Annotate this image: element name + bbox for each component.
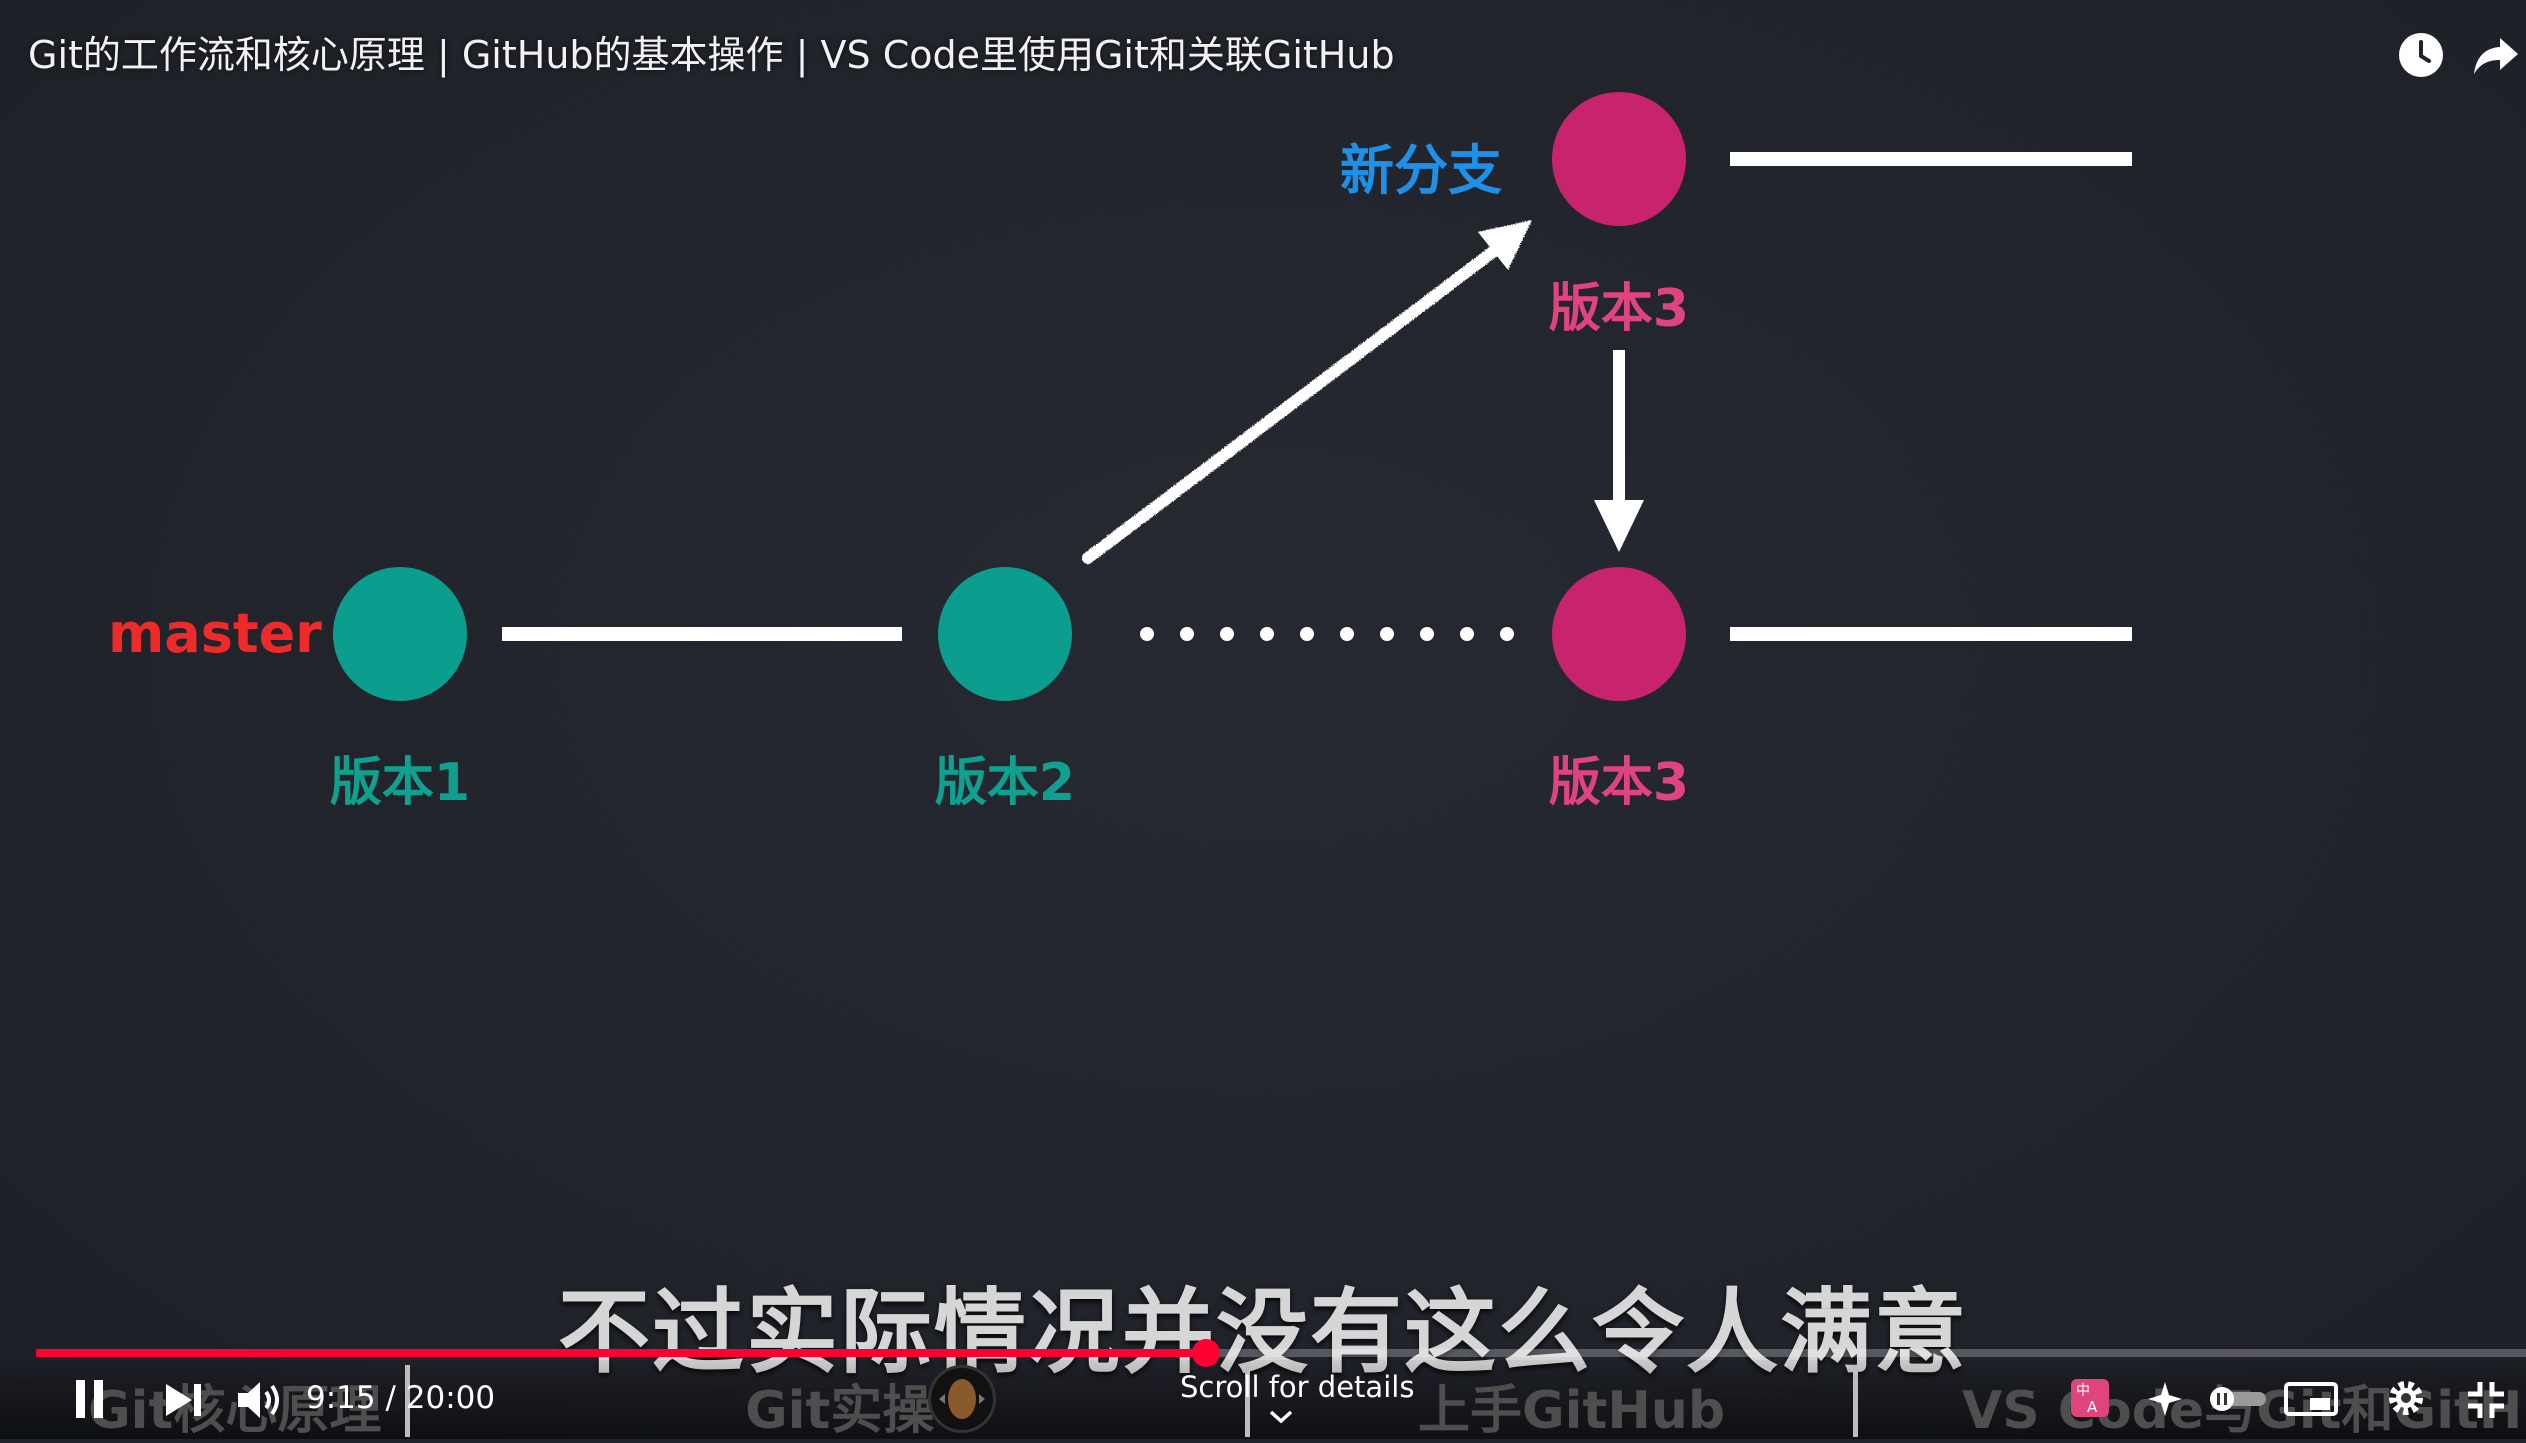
video-title[interactable]: Git的工作流和核心原理 | GitHub的基本操作 | VS Code里使用G… bbox=[28, 33, 1395, 77]
branch-label-master: master bbox=[108, 602, 322, 665]
svg-text:中: 中 bbox=[2076, 1383, 2090, 1399]
chapter-separator bbox=[405, 1365, 410, 1437]
volume-icon[interactable] bbox=[236, 1380, 284, 1420]
node-label-v3-bottom: 版本3 bbox=[1548, 753, 1690, 813]
branch-label-new: 新分支 bbox=[1340, 139, 1502, 202]
chapter-separator bbox=[1853, 1365, 1858, 1437]
chapter-label-4[interactable]: VS Code与Git和GitHub bbox=[1962, 1381, 2526, 1441]
chapter-label-2[interactable]: Git实操 bbox=[745, 1381, 935, 1441]
gear-icon[interactable] bbox=[2384, 1376, 2428, 1420]
thumbnail-image-icon bbox=[939, 1379, 985, 1419]
progress-played bbox=[36, 1349, 1207, 1357]
next-video-icon[interactable] bbox=[164, 1382, 204, 1418]
scroll-for-details[interactable]: Scroll for details bbox=[1180, 1370, 1414, 1404]
watch-later-icon[interactable] bbox=[2396, 30, 2446, 80]
node-label-v2: 版本2 bbox=[934, 753, 1076, 813]
time-display: 9:15 / 20:00 bbox=[306, 1380, 496, 1416]
chapter-label-3[interactable]: 上手GitHub bbox=[1418, 1381, 1726, 1441]
exit-fullscreen-icon[interactable] bbox=[2466, 1380, 2506, 1420]
miniplayer-icon[interactable] bbox=[2284, 1382, 2338, 1416]
dotted-connector bbox=[1140, 627, 1514, 641]
autoplay-toggle-icon[interactable] bbox=[2208, 1384, 2268, 1414]
svg-text:A: A bbox=[2087, 1398, 2098, 1416]
node-label-v1: 版本1 bbox=[329, 753, 471, 813]
node-label-v3-top: 版本3 bbox=[1548, 279, 1690, 339]
chapter-separator bbox=[1245, 1365, 1250, 1437]
branch-arrow bbox=[1082, 220, 1532, 564]
chapter-label-1[interactable]: Git核心原理 bbox=[88, 1381, 382, 1441]
merge-arrow bbox=[1594, 350, 1644, 552]
sparkle-icon[interactable] bbox=[2146, 1380, 2184, 1418]
node-v2 bbox=[938, 567, 1072, 701]
node-v3-top bbox=[1552, 92, 1686, 226]
chevron-down-icon[interactable] bbox=[1268, 1408, 1294, 1426]
share-icon[interactable] bbox=[2470, 30, 2520, 80]
chapter-thumbnail[interactable] bbox=[928, 1365, 996, 1433]
subtitles-icon[interactable]: 中 A bbox=[2070, 1378, 2110, 1418]
progress-bar[interactable] bbox=[36, 1339, 2526, 1367]
node-v1 bbox=[333, 567, 467, 701]
node-v3-bottom bbox=[1552, 567, 1686, 701]
scroll-hint-label: Scroll for details bbox=[1180, 1370, 1415, 1404]
progress-scrubber[interactable] bbox=[1192, 1339, 1221, 1367]
pause-icon[interactable] bbox=[72, 1378, 112, 1420]
